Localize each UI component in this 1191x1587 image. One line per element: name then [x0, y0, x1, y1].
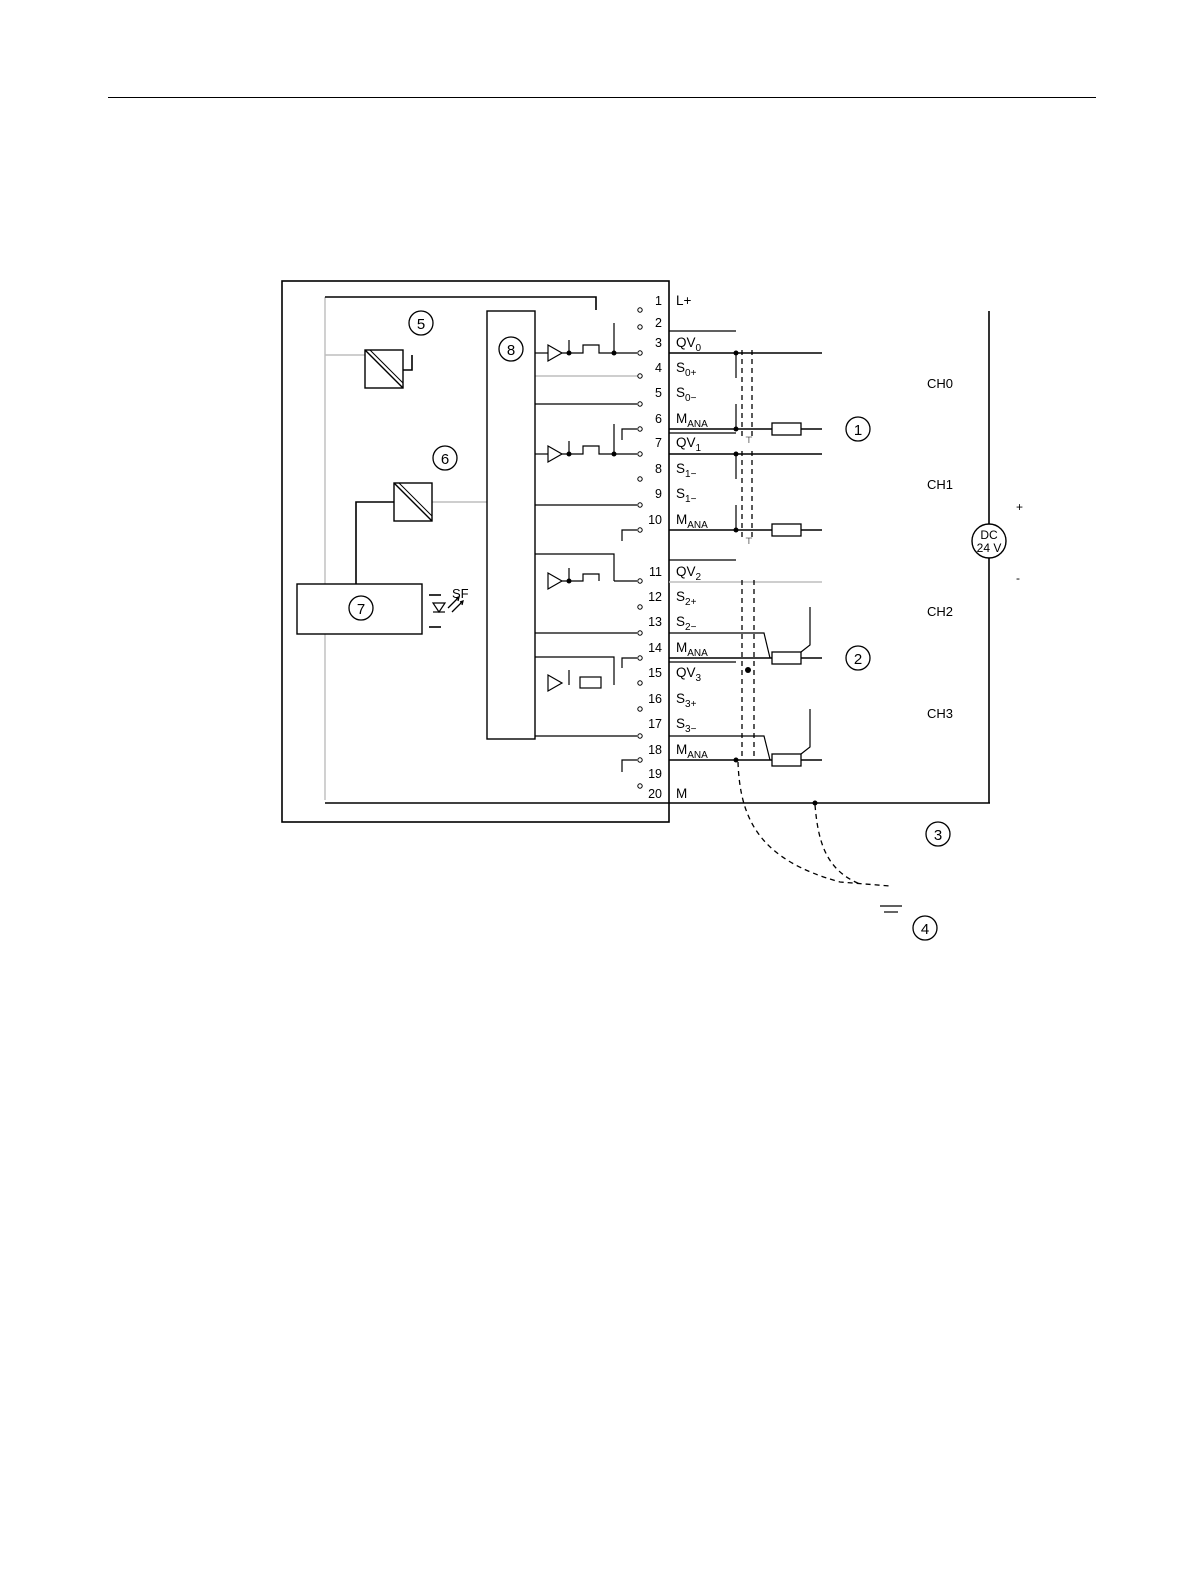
terminal-number: 5: [655, 386, 662, 400]
terminal-number: 10: [648, 513, 662, 527]
terminal-signal: S3−: [676, 716, 697, 735]
output-stage-ch3: [535, 657, 637, 736]
diagnostics-block-7: [297, 584, 463, 634]
callout-2: 2: [846, 646, 870, 670]
terminal-signal: S2−: [676, 614, 697, 633]
terminal-number: 6: [655, 412, 662, 426]
terminal-signal: S2+: [676, 589, 697, 608]
terminal-number: 19: [648, 767, 662, 781]
terminal-signal: QV2: [676, 564, 702, 583]
callout-4: 4: [913, 916, 937, 940]
terminal-number: 20: [648, 787, 662, 801]
supply-plus-sign: +: [1016, 500, 1023, 514]
terminal-number: 15: [648, 666, 662, 680]
supply-wiring: [813, 311, 990, 806]
terminal-number: 13: [648, 615, 662, 629]
module-outline: [282, 281, 669, 822]
svg-text:4: 4: [921, 921, 929, 938]
terminal-signal: S0−: [676, 385, 697, 404]
callout-3: 3: [926, 822, 950, 846]
terminal-number: 7: [655, 436, 662, 450]
svg-text:1: 1: [854, 422, 862, 439]
terminal-number: 17: [648, 717, 662, 731]
terminal-signal: QV1: [676, 435, 702, 454]
terminal-number: 14: [648, 641, 662, 655]
dc-supply-source: DC 24 V + -: [972, 500, 1023, 585]
terminal-number: 1: [655, 294, 662, 308]
svg-text:2: 2: [854, 651, 862, 668]
terminal-signal: MANA: [676, 742, 708, 761]
terminal-number: 4: [655, 361, 662, 375]
terminal-signal: MANA: [676, 411, 708, 430]
terminal-signal: S3+: [676, 691, 697, 710]
dac-block: [487, 311, 535, 739]
terminal-signal: QV3: [676, 665, 702, 684]
terminal-number: 18: [648, 743, 662, 757]
svg-text:⊤: ⊤: [745, 536, 753, 546]
channel-label-ch3: CH3: [927, 706, 953, 721]
terminal-connectors: [622, 308, 642, 788]
svg-text:3: 3: [934, 827, 942, 844]
terminal-signal: MANA: [676, 512, 708, 531]
output-stage-ch2: [535, 554, 637, 633]
terminal-signal: MANA: [676, 640, 708, 659]
callout-7: 7: [349, 596, 373, 620]
terminal-number: 11: [649, 565, 662, 579]
isolation-converter-6: [356, 483, 432, 584]
isolation-converter-5: [365, 350, 412, 388]
channel-labels: CH0 CH1 CH2 CH3: [927, 376, 953, 721]
terminal-number: 12: [648, 590, 662, 604]
terminal-number: 16: [648, 692, 662, 706]
svg-text:5: 5: [417, 316, 425, 333]
terminal-signal: L+: [676, 293, 692, 308]
callout-1: 1: [846, 417, 870, 441]
terminal-signal: M: [676, 786, 687, 801]
channel-label-ch2: CH2: [927, 604, 953, 619]
svg-text:⊤: ⊤: [745, 435, 753, 445]
terminal-number: 2: [655, 316, 662, 330]
terminal-number: 3: [655, 336, 662, 350]
terminal-number: 8: [655, 462, 662, 476]
dc-supply-label: DC: [980, 528, 998, 542]
channel-label-ch0: CH0: [927, 376, 953, 391]
supply-minus-sign: -: [1016, 571, 1020, 585]
terminal-signal: S1−: [676, 461, 697, 480]
callout-5: 5: [409, 311, 433, 335]
terminal-signals: L+ QV0 S0+ S0− MANA QV1 S1− S1− MANA QV2…: [676, 293, 708, 801]
l-plus-line: [325, 297, 596, 310]
callout-8: 8: [499, 337, 523, 361]
channel-label-ch1: CH1: [927, 477, 953, 492]
ground-connections: [738, 762, 902, 912]
terminal-number: 9: [655, 487, 662, 501]
sf-led-label: SF: [452, 586, 469, 601]
terminal-numbers: 1 2 3 4 5 6 7 8 9 10 11 12 13 14 15 16 1…: [648, 294, 662, 801]
terminal-signal: S1−: [676, 486, 697, 505]
terminal-signal: QV0: [676, 335, 702, 354]
terminal-signal: S0+: [676, 360, 697, 379]
svg-text:8: 8: [507, 342, 515, 359]
dc-supply-voltage: 24 V: [977, 541, 1002, 555]
callout-6: 6: [433, 446, 457, 470]
svg-text:6: 6: [441, 451, 449, 468]
svg-text:7: 7: [357, 601, 365, 618]
output-stage-ch0: [535, 323, 637, 404]
